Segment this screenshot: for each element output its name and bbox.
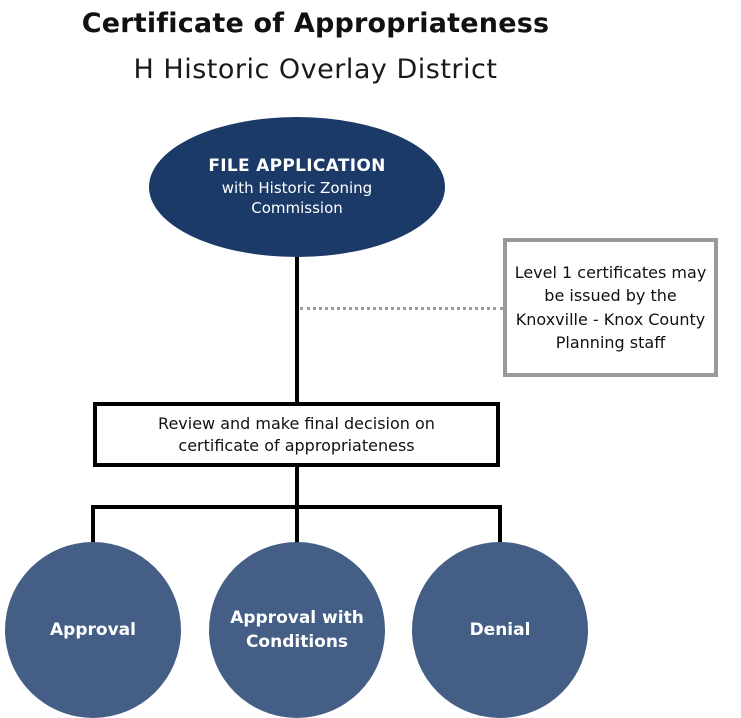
outcome-approval: Approval <box>5 542 181 718</box>
connector-dotted-to-note <box>300 307 503 310</box>
level1-note-text: Level 1 certificates may be issued by th… <box>514 262 707 353</box>
start-node-heading: FILE APPLICATION <box>208 156 386 176</box>
outcome-label: Approval <box>50 620 136 640</box>
level1-note-box: Level 1 certificates may be issued by th… <box>503 238 718 377</box>
outcome-denial: Denial <box>412 542 588 718</box>
outcome-approval-with-conditions: Approval with Conditions <box>209 542 385 718</box>
review-decision-box: Review and make final decision on certif… <box>93 402 500 467</box>
outcome-label: Denial <box>469 620 531 640</box>
connector-start-to-review <box>295 255 299 404</box>
start-node-subtext: with Historic Zoning Commission <box>221 179 373 217</box>
page-title: Certificate of Appropriateness <box>81 8 550 39</box>
connector-branch-center <box>295 505 299 550</box>
connector-branch-right <box>498 505 502 550</box>
page-subtitle: H Historic Overlay District <box>133 54 498 85</box>
outcome-label: Approval with Conditions <box>230 608 364 652</box>
connector-review-to-branch <box>295 465 299 509</box>
start-node-file-application: FILE APPLICATION with Historic Zoning Co… <box>149 117 445 257</box>
connector-branch-left <box>91 505 95 550</box>
review-decision-text: Review and make final decision on certif… <box>158 413 435 455</box>
